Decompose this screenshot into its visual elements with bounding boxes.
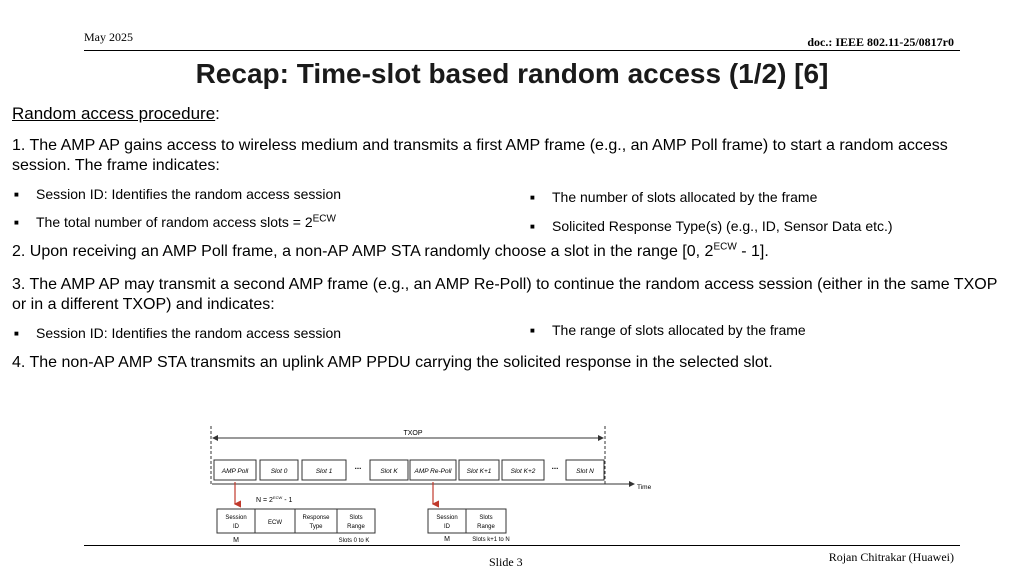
step-1-bullet-response-type: ■ Solicited Response Type(s) (e.g., ID, … <box>530 218 893 234</box>
bullet-text-main: The total number of random access slots … <box>36 214 313 230</box>
bullet-superscript: ECW <box>312 213 336 225</box>
step-3-bullet-slot-range: ■ The range of slots allocated by the fr… <box>530 322 806 338</box>
section-heading-text: Random access procedure <box>12 104 216 123</box>
slot-amp-poll <box>213 459 257 481</box>
slot-amp-re-poll <box>409 459 457 481</box>
bullet-square-icon: ■ <box>14 328 19 338</box>
bullet-text: Session ID: Identifies the random access… <box>36 186 342 202</box>
n-formula-end: - 1 <box>282 497 292 504</box>
field-label-line1: ECW <box>268 520 282 526</box>
bullet-square-icon: ■ <box>14 217 19 227</box>
field-label-line2: ID <box>233 524 240 530</box>
field-ecw <box>254 508 296 534</box>
header-doc-id: doc.: IEEE 802.11-25/0817r0 <box>807 35 954 49</box>
field-label-line2: ID <box>444 524 451 530</box>
field-label-line1: Session <box>225 515 246 521</box>
field-session-id <box>427 508 467 534</box>
field-slots-range <box>336 508 376 534</box>
re-poll-slots-range-value: Slots k+1 to N <box>472 537 510 543</box>
slot-label: Slot 1 <box>316 468 333 475</box>
field-label-line2: Range <box>347 524 365 530</box>
field-label-line2: Range <box>477 524 495 530</box>
slot-0 <box>259 459 299 481</box>
slot-k-plus-1 <box>458 459 500 481</box>
slot-ellipsis: ... <box>355 462 362 471</box>
re-poll-session-value: M <box>444 536 450 543</box>
field-label-line1: Slots <box>479 515 492 521</box>
slot-label: Slot K+1 <box>467 468 492 475</box>
field-response-type <box>294 508 338 534</box>
step-1-bullet-total-slots: ■ The total number of random access slot… <box>14 214 336 230</box>
n-formula-superscript: ECW <box>273 495 283 500</box>
step-1-bullet-session-id: ■ Session ID: Identifies the random acce… <box>14 186 341 202</box>
step-2-superscript: ECW <box>713 241 737 253</box>
bullet-square-icon: ■ <box>530 192 535 202</box>
n-formula: N = 2ECW - 1 <box>256 495 293 504</box>
footer-divider <box>84 545 960 546</box>
section-heading: Random access procedure: <box>12 104 220 124</box>
slot-n <box>565 459 605 481</box>
field-session-id <box>216 508 256 534</box>
time-label: Time <box>637 484 652 491</box>
step-2-text: 2. Upon receiving an AMP Poll frame, a n… <box>12 242 1002 262</box>
field-label-line2: Type <box>309 524 323 530</box>
step-2-text-main: 2. Upon receiving an AMP Poll frame, a n… <box>12 243 714 260</box>
slot-k <box>369 459 409 481</box>
bullet-square-icon: ■ <box>530 221 535 231</box>
slot-k-plus-2 <box>501 459 545 481</box>
header-date: May 2025 <box>84 30 133 44</box>
bullet-square-icon: ■ <box>530 325 535 335</box>
bullet-text: The total number of random access slots … <box>36 214 336 230</box>
poll-slots-range-value: Slots 0 to K <box>339 538 370 544</box>
bullet-square-icon: ■ <box>14 189 19 199</box>
amp-re-poll-fields: Session ID Slots Range <box>427 508 507 534</box>
step-3-text: 3. The AMP AP may transmit a second AMP … <box>12 276 998 313</box>
slot-1 <box>301 459 347 481</box>
field-label-line1: Response <box>302 515 330 521</box>
field-slots-range <box>465 508 507 534</box>
slot-ellipsis: ... <box>552 462 559 471</box>
bullet-text: The range of slots allocated by the fram… <box>552 322 806 338</box>
random-access-timing-diagram: TXOP AMP Poll Slot 0 Slot 1 ... Slot K A… <box>210 426 652 544</box>
n-formula-main: N = 2 <box>256 497 273 504</box>
bullet-text: The number of slots allocated by the fra… <box>552 189 818 205</box>
author: Rojan Chitrakar (Huawei) <box>828 550 954 564</box>
txop-label: TXOP <box>403 430 422 437</box>
step-3-bullet-session-id: ■ Session ID: Identifies the random acce… <box>14 325 341 341</box>
amp-poll-fields: Session ID ECW Response Type Slots Range <box>216 508 376 534</box>
section-heading-colon: : <box>215 104 220 123</box>
step-4-text: 4. The non-AP AMP STA transmits an uplin… <box>12 354 773 371</box>
field-label-line1: Slots <box>349 515 362 521</box>
bullet-text: Session ID: Identifies the random access… <box>36 325 342 341</box>
bullet-text: Solicited Response Type(s) (e.g., ID, Se… <box>552 218 893 234</box>
step-1-bullet-num-slots: ■ The number of slots allocated by the f… <box>530 189 817 205</box>
slot-label: AMP Re-Poll <box>414 468 453 475</box>
slot-label: Slot K <box>380 468 398 475</box>
step-2-text-end: - 1]. <box>736 243 769 260</box>
header-divider <box>84 50 960 51</box>
slot-label: Slot N <box>576 468 594 475</box>
slot-label: Slot 0 <box>271 468 288 475</box>
step-1-text: 1. The AMP AP gains access to wireless m… <box>12 137 948 174</box>
slot-label: Slot K+2 <box>511 468 536 475</box>
poll-session-value: M <box>233 537 239 544</box>
slide-number: Slide 3 <box>489 555 523 569</box>
slot-label: AMP Poll <box>221 468 249 475</box>
slide-title: Recap: Time-slot based random access (1/… <box>195 58 829 89</box>
field-label-line1: Session <box>436 515 457 521</box>
slot-sequence: AMP Poll Slot 0 Slot 1 ... Slot K AMP Re… <box>213 459 605 481</box>
